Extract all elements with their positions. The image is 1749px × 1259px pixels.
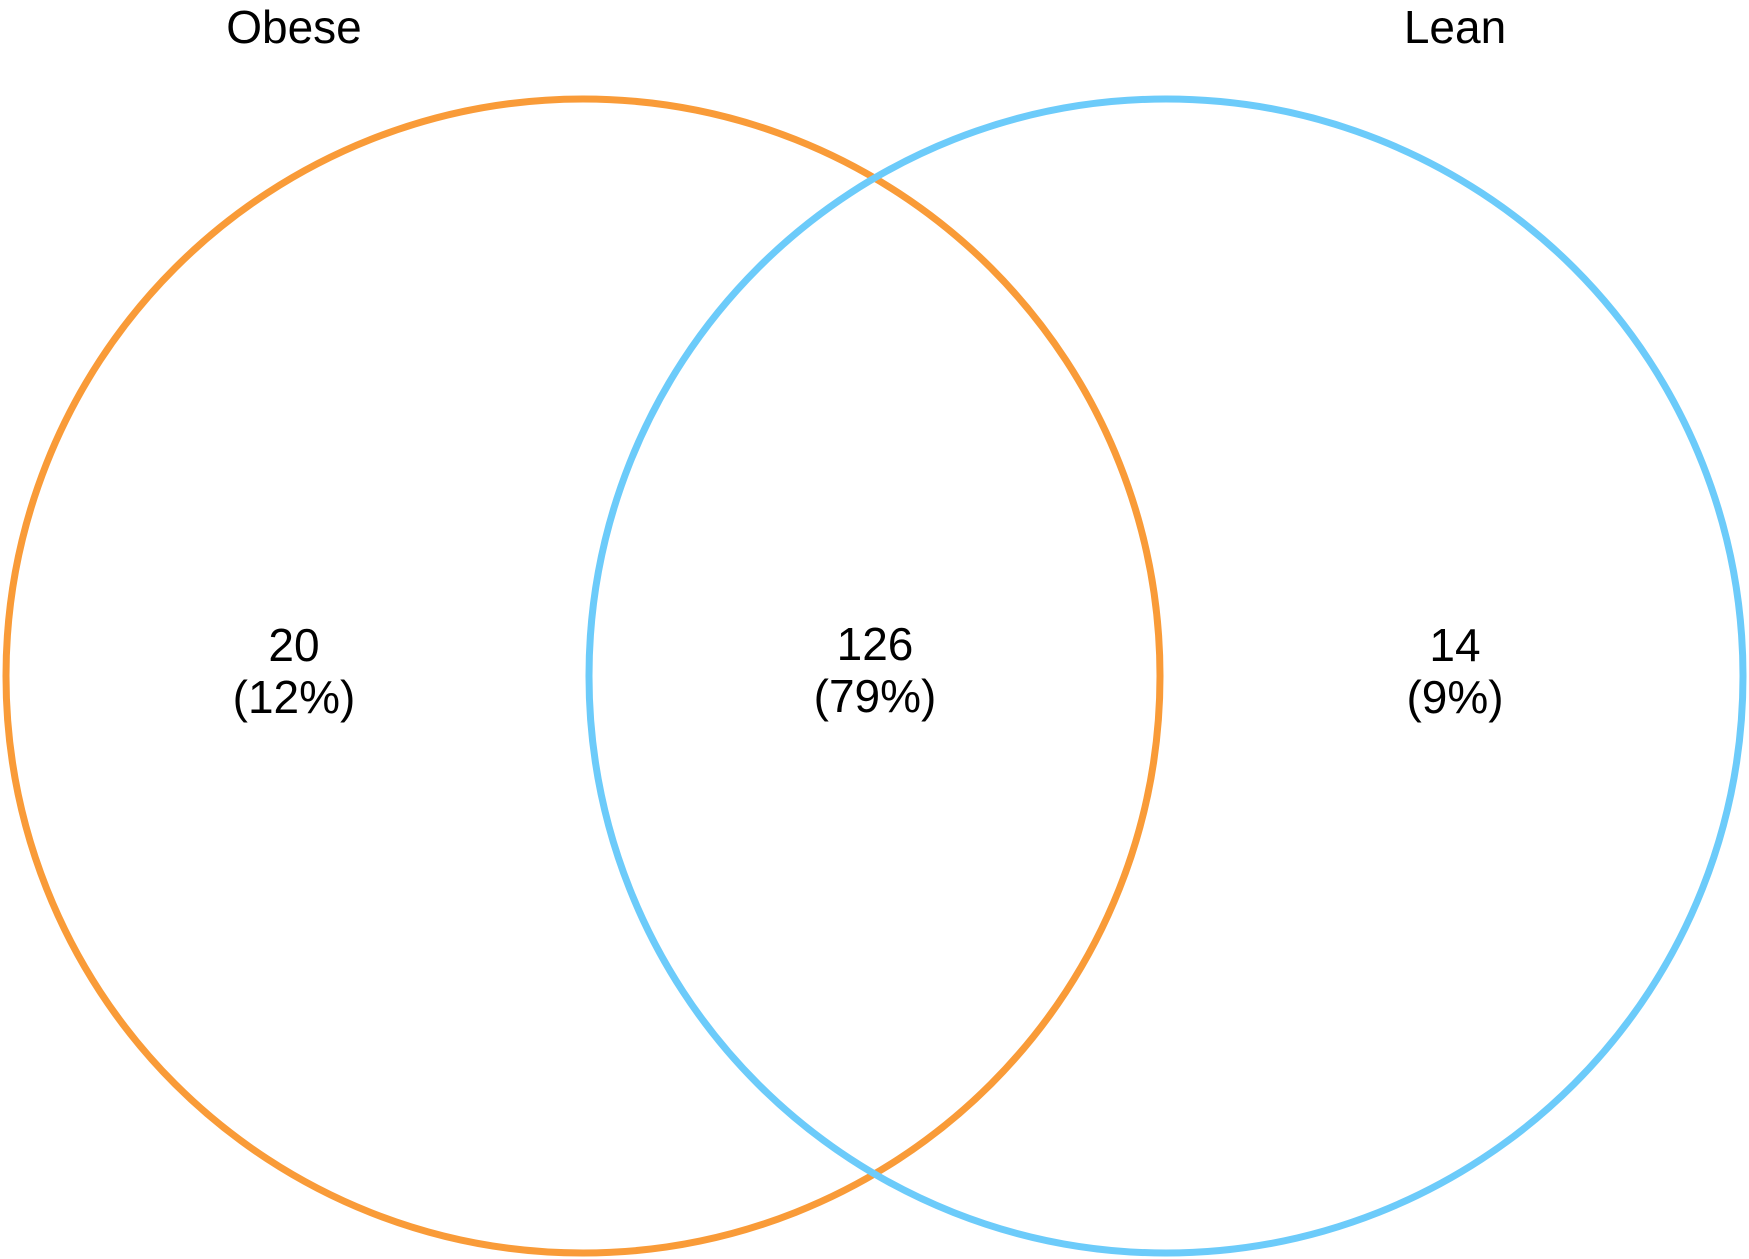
lean-circle [585, 95, 1747, 1257]
obese-set-label: Obese [226, 1, 362, 53]
lean-only-count: 14 [1429, 619, 1480, 671]
lean-set-label: Lean [1404, 1, 1506, 53]
obese-only-count: 20 [268, 619, 319, 671]
obese-only-percent: (12%) [233, 671, 356, 723]
intersection-percent: (79%) [814, 670, 937, 722]
obese-circle [2, 95, 1164, 1257]
lean-only-percent: (9%) [1406, 671, 1503, 723]
intersection-count: 126 [837, 618, 914, 670]
